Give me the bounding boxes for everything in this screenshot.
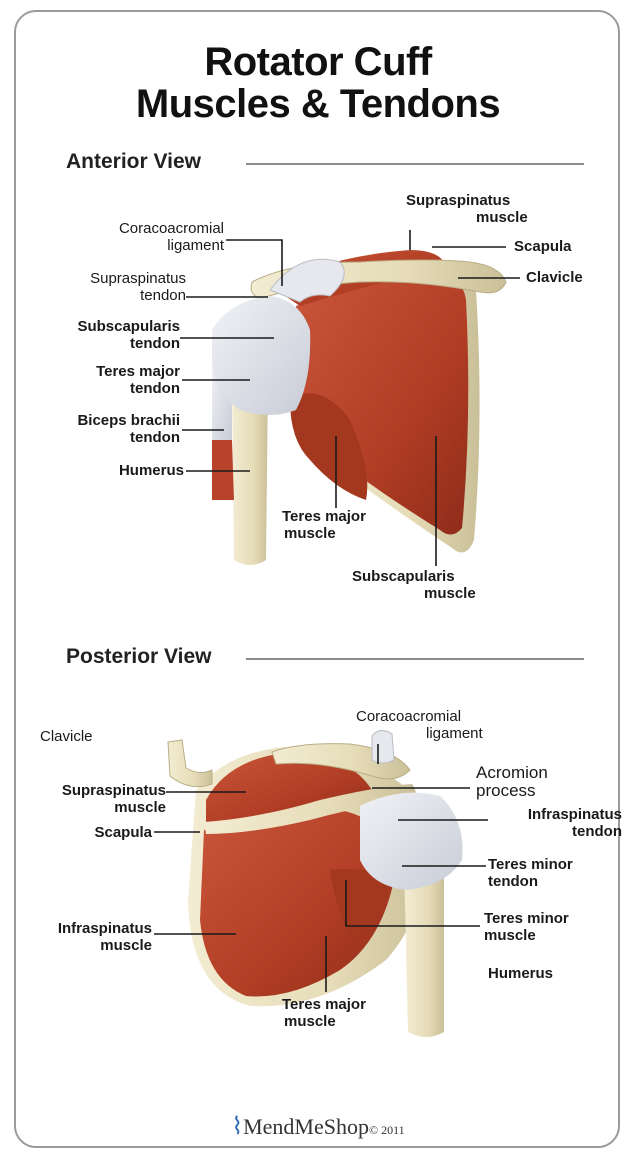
label-coracoacromial-ligament-posterior: Coracoacromial ligament — [356, 708, 483, 742]
label-teres-major-muscle-anterior: Teres major muscle — [282, 508, 366, 542]
label-scapula-posterior: Scapula — [14, 824, 152, 841]
posterior-clavicle-bone — [168, 740, 212, 787]
label-clavicle-posterior: Clavicle — [40, 728, 93, 745]
brand-logo-mark: ⌇ — [231, 1114, 243, 1140]
label-acromion-process: Acromion process — [476, 764, 548, 800]
posterior-infraspinatus-tendon — [360, 793, 463, 890]
posterior-anatomy — [168, 730, 463, 1037]
copyright-year: © 2011 — [369, 1123, 405, 1137]
anterior-subscapularis-tendon — [212, 296, 310, 415]
label-coracoacromial-ligament-anterior: Coracoacromial ligament — [56, 220, 224, 254]
label-subscapularis-muscle: Subscapularis muscle — [352, 568, 476, 602]
label-teres-major-tendon: Teres major tendon — [30, 363, 180, 397]
label-teres-minor-muscle: Teres minor muscle — [484, 910, 569, 944]
brand-name: MendMeShop — [243, 1114, 369, 1139]
label-supraspinatus-muscle-posterior: Supraspinatus muscle — [14, 782, 166, 816]
label-teres-major-muscle-posterior: Teres major muscle — [282, 996, 366, 1030]
label-supraspinatus-tendon: Supraspinatus tendon — [30, 270, 186, 304]
label-scapula-anterior: Scapula — [514, 238, 572, 255]
label-humerus-anterior: Humerus — [30, 462, 184, 479]
anterior-biceps-muscle — [212, 440, 234, 500]
label-infraspinatus-tendon: Infraspinatus tendon — [476, 806, 622, 840]
label-teres-minor-tendon: Teres minor tendon — [488, 856, 573, 890]
label-subscapularis-tendon: Subscapularis tendon — [30, 318, 180, 352]
footer-brand: ⌇MendMeShop© 2011 — [0, 1112, 636, 1141]
label-infraspinatus-muscle: Infraspinatus muscle — [14, 920, 152, 954]
label-clavicle-anterior: Clavicle — [526, 269, 583, 286]
label-humerus-posterior: Humerus — [488, 965, 553, 982]
label-supraspinatus-muscle-anterior: Supraspinatus muscle — [406, 192, 528, 226]
label-biceps-brachii-tendon: Biceps brachii tendon — [30, 412, 180, 446]
